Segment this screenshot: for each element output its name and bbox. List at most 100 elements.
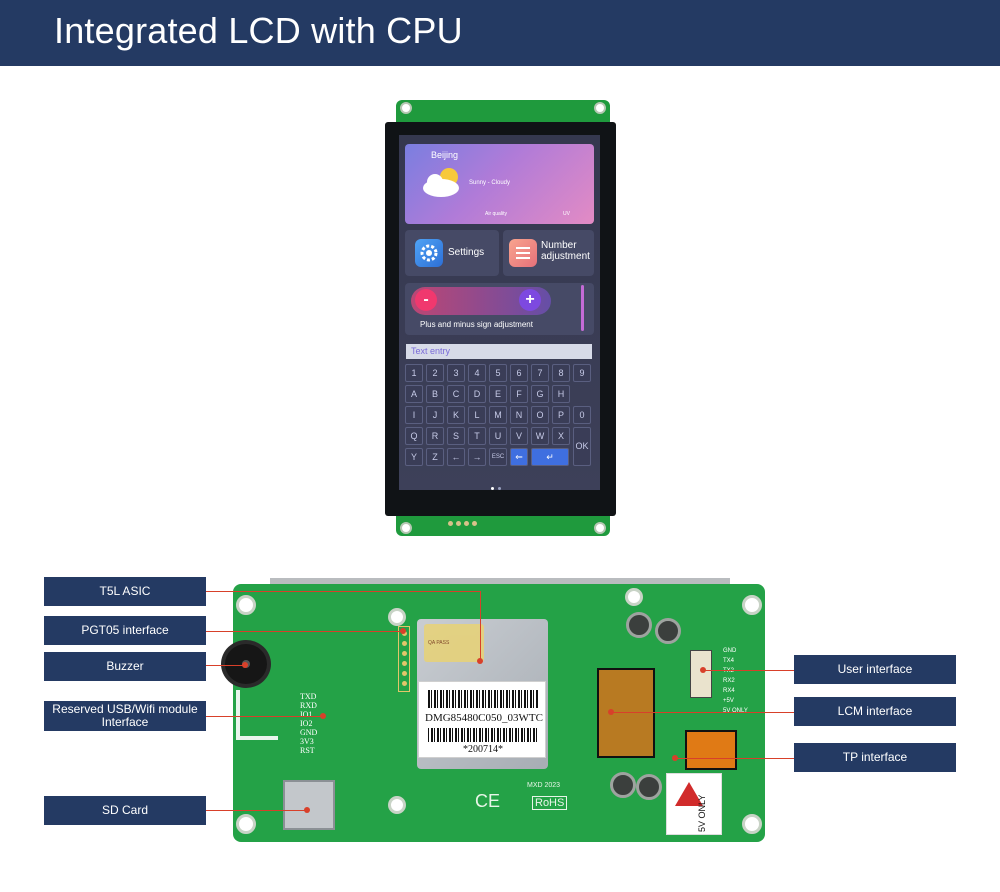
key[interactable]: P bbox=[552, 406, 570, 424]
page-indicator bbox=[491, 477, 505, 490]
key[interactable]: 1 bbox=[405, 364, 423, 382]
key[interactable]: 3 bbox=[447, 364, 465, 382]
key[interactable]: → bbox=[468, 448, 486, 466]
rohs-mark: RoHS bbox=[532, 796, 568, 810]
plus-minus-panel: - + Plus and minus sign adjustment bbox=[405, 283, 594, 335]
callout-usb-wifi-interface: Reserved USB/Wifi module Interface bbox=[44, 701, 206, 731]
leader-line bbox=[676, 758, 794, 759]
key[interactable]: I bbox=[405, 406, 423, 424]
key[interactable]: E bbox=[489, 385, 507, 403]
title-banner: Integrated LCD with CPU bbox=[0, 0, 1000, 66]
leader-line bbox=[206, 631, 404, 632]
key[interactable]: B bbox=[426, 385, 444, 403]
number-adjustment-tile[interactable]: Number adjustment bbox=[503, 230, 594, 276]
leader-dot bbox=[477, 658, 483, 664]
solder-pad bbox=[472, 521, 477, 526]
callout-t5l-asic: T5L ASIC bbox=[44, 577, 206, 606]
key[interactable]: Q bbox=[405, 427, 423, 445]
capacitor bbox=[626, 612, 652, 638]
callout-lcm-interface: LCM interface bbox=[794, 697, 956, 726]
key[interactable]: F bbox=[510, 385, 528, 403]
key[interactable]: ← bbox=[447, 448, 465, 466]
text-entry-field[interactable]: Text entry bbox=[406, 344, 592, 359]
leader-dot bbox=[672, 755, 678, 761]
key[interactable]: G bbox=[531, 385, 549, 403]
key[interactable]: J bbox=[426, 406, 444, 424]
metal-rail bbox=[270, 578, 730, 586]
capacitor bbox=[636, 774, 662, 800]
key[interactable]: 4 bbox=[468, 364, 486, 382]
leader-dot bbox=[320, 713, 326, 719]
key[interactable]: Y bbox=[405, 448, 423, 466]
key[interactable]: O bbox=[531, 406, 549, 424]
solder-pad bbox=[456, 521, 461, 526]
weather-city: Beijing bbox=[431, 150, 459, 160]
key[interactable]: 5 bbox=[489, 364, 507, 382]
plus-button[interactable]: + bbox=[519, 289, 541, 311]
model-number: DMG85480C050_03WTC bbox=[425, 712, 543, 724]
warning-sticker: 5V ONLY bbox=[666, 773, 722, 835]
key[interactable]: M bbox=[489, 406, 507, 424]
key[interactable]: 8 bbox=[552, 364, 570, 382]
minus-button[interactable]: - bbox=[415, 289, 437, 311]
page-title: Integrated LCD with CPU bbox=[54, 10, 463, 51]
key[interactable]: 0 bbox=[573, 406, 591, 424]
key[interactable]: T bbox=[468, 427, 486, 445]
callout-user-interface: User interface bbox=[794, 655, 956, 684]
key[interactable]: Z bbox=[426, 448, 444, 466]
ce-mark: CE bbox=[475, 791, 501, 811]
key[interactable]: ↵ bbox=[531, 448, 569, 466]
leader-line bbox=[480, 591, 481, 661]
number-adjustment-label: Number adjustment bbox=[541, 240, 590, 262]
callout-sd-card: SD Card bbox=[44, 796, 206, 825]
key[interactable]: H bbox=[552, 385, 570, 403]
callout-buzzer: Buzzer bbox=[44, 652, 206, 681]
mount-hole bbox=[594, 102, 606, 114]
level-bar bbox=[581, 285, 584, 331]
key[interactable]: D bbox=[468, 385, 486, 403]
capacitor bbox=[655, 618, 681, 644]
key[interactable]: L bbox=[468, 406, 486, 424]
warning-icon bbox=[675, 782, 703, 806]
key[interactable]: V bbox=[510, 427, 528, 445]
mount-hole bbox=[594, 522, 606, 534]
key[interactable]: K bbox=[447, 406, 465, 424]
weather-card[interactable]: Beijing Sunny - Cloudy Air quality UV bbox=[405, 144, 594, 224]
sun-cloud-icon bbox=[423, 168, 459, 197]
key[interactable]: X bbox=[552, 427, 570, 445]
key[interactable]: A bbox=[405, 385, 423, 403]
qa-pass-sticker: QA PASS bbox=[424, 624, 484, 662]
solder-pad bbox=[448, 521, 453, 526]
mount-hole bbox=[236, 814, 256, 834]
leader-dot bbox=[400, 628, 406, 634]
leader-line bbox=[612, 712, 794, 713]
mount-hole bbox=[742, 814, 762, 834]
model-sticker: DMG85480C050_03WTC *200714* bbox=[418, 681, 546, 758]
uv-label: UV bbox=[563, 211, 570, 217]
key[interactable]: 2 bbox=[426, 364, 444, 382]
leader-dot bbox=[242, 662, 248, 668]
key[interactable]: C bbox=[447, 385, 465, 403]
key[interactable]: 6 bbox=[510, 364, 528, 382]
key[interactable]: R bbox=[426, 427, 444, 445]
key[interactable]: U bbox=[489, 427, 507, 445]
key[interactable]: S bbox=[447, 427, 465, 445]
key[interactable]: 7 bbox=[531, 364, 549, 382]
key[interactable]: ESC bbox=[489, 448, 507, 466]
lcm-connector bbox=[597, 668, 655, 758]
leader-dot bbox=[304, 807, 310, 813]
leader-line bbox=[206, 665, 246, 666]
key[interactable]: N bbox=[510, 406, 528, 424]
user-interface-connector bbox=[690, 650, 712, 698]
key[interactable]: 9 bbox=[573, 364, 591, 382]
key[interactable]: ⇐ bbox=[510, 448, 528, 466]
adjust-caption: Plus and minus sign adjustment bbox=[420, 320, 533, 329]
air-quality-label: Air quality bbox=[485, 211, 507, 217]
ok-key[interactable]: OK bbox=[573, 427, 591, 466]
buzzer bbox=[221, 640, 271, 688]
key[interactable]: W bbox=[531, 427, 549, 445]
lcd-screen: Beijing Sunny - Cloudy Air quality UV Se… bbox=[399, 135, 600, 490]
settings-tile[interactable]: Settings bbox=[405, 230, 499, 276]
mount-hole bbox=[400, 522, 412, 534]
